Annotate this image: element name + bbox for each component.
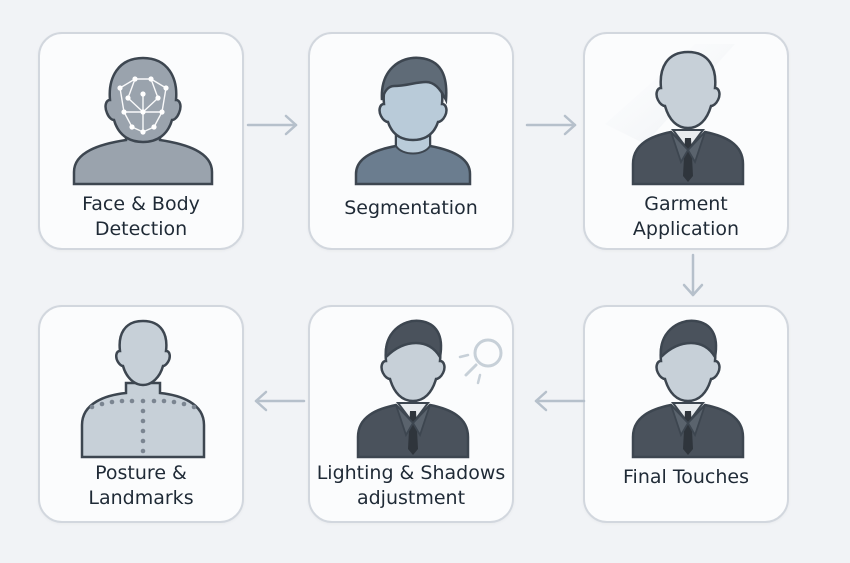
torso-landmarks-icon: [80, 319, 206, 459]
person-in-suit-final-icon: [631, 319, 745, 459]
step-label: Lighting & Shadows adjustment: [316, 462, 506, 509]
step-label: Posture & Landmarks: [88, 462, 194, 509]
arrow-down-icon: [681, 253, 705, 299]
light-bulb-icon: [458, 338, 503, 385]
segmented-person-icon: [354, 56, 472, 186]
step-card-face-body-detection: Face & Body Detection: [38, 32, 244, 250]
step-label: Final Touches: [623, 466, 749, 488]
step-label: Segmentation: [344, 197, 478, 219]
person-in-suit-icon: [605, 44, 745, 186]
step-card-segmentation: Segmentation: [308, 32, 514, 250]
step-card-final-touches: Final Touches: [583, 305, 789, 523]
arrow-left-icon: [252, 390, 306, 412]
step-label: Face & Body Detection: [82, 193, 200, 240]
person-with-light-icon: [356, 319, 503, 459]
step-label: Garment Application: [632, 193, 740, 240]
step-card-lighting-shadows: Lighting & Shadows adjustment: [308, 305, 514, 523]
step-card-garment-application: Garment Application: [583, 32, 789, 250]
arrow-left-icon: [532, 390, 586, 412]
step-card-posture-landmarks: Posture & Landmarks: [38, 305, 244, 523]
arrow-right-icon: [525, 114, 579, 136]
face-landmark-head-icon: [72, 56, 214, 186]
arrow-right-icon: [246, 114, 300, 136]
